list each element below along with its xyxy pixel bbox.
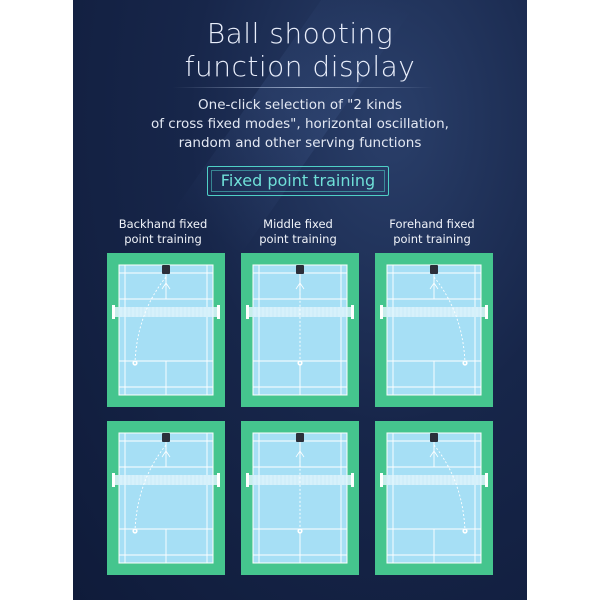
column-label-line: point training [259, 232, 337, 246]
machine-leg [161, 282, 167, 290]
landing-point-center [299, 530, 301, 532]
court-diagram-backhand [107, 253, 225, 407]
net [381, 475, 487, 485]
title-line-2: function display [184, 50, 416, 83]
net-post [351, 473, 354, 487]
court-svg [241, 421, 359, 575]
shot-trajectory [134, 444, 167, 532]
column-label-backhand: Backhand fixed point training [98, 217, 228, 247]
court-svg [375, 253, 493, 407]
net-post [112, 305, 115, 319]
net-post [112, 473, 115, 487]
subtitle: One-click selection of "2 kinds of cross… [151, 97, 449, 151]
mode-badge-label: Fixed point training [220, 171, 376, 190]
mode-badge: Fixed point training [207, 166, 389, 196]
machine-leg [165, 282, 171, 290]
net-post [217, 473, 220, 487]
shuttle-machine [430, 433, 438, 442]
landing-point-center [299, 362, 301, 364]
net [247, 475, 353, 485]
shuttle-machine [430, 265, 438, 274]
column-label-line: Backhand fixed [118, 217, 208, 231]
net-post [217, 305, 220, 319]
machine-leg [295, 282, 301, 290]
net-post [351, 305, 354, 319]
shuttle-machine [162, 265, 170, 274]
court-diagram-middle [241, 253, 359, 407]
machine-leg [433, 450, 439, 458]
machine-leg [429, 450, 435, 458]
net-post [246, 473, 249, 487]
shot-trajectory [134, 276, 167, 364]
court-svg [107, 253, 225, 407]
landing-point-center [464, 362, 466, 364]
shot-trajectory [433, 276, 466, 364]
mode-badge-inner-border [211, 170, 385, 192]
net [381, 307, 487, 317]
court-svg [375, 421, 493, 575]
column-label-forehand: Forehand fixed point training [367, 217, 497, 247]
net [113, 307, 219, 317]
court-diagram-middle [241, 421, 359, 575]
shuttle-machine [296, 433, 304, 442]
net-post [485, 473, 488, 487]
machine-leg [295, 450, 301, 458]
column-label-middle: Middle fixed point training [233, 217, 363, 247]
machine-leg [433, 282, 439, 290]
title-divider [173, 87, 433, 88]
net [247, 307, 353, 317]
column-label-line: point training [393, 232, 471, 246]
landing-point-center [464, 530, 466, 532]
machine-leg [299, 450, 305, 458]
court-svg [107, 421, 225, 575]
column-label-line: Middle fixed [263, 217, 333, 231]
machine-leg [429, 282, 435, 290]
landing-point-center [134, 362, 136, 364]
court-svg [241, 253, 359, 407]
court-diagram-forehand [375, 253, 493, 407]
machine-leg [299, 282, 305, 290]
court-diagram-backhand [107, 421, 225, 575]
title-line-1: Ball shooting [206, 17, 394, 50]
net-post [246, 305, 249, 319]
column-label-line: Forehand fixed [389, 217, 475, 231]
net-post [380, 305, 383, 319]
shot-trajectory [433, 444, 466, 532]
net [113, 475, 219, 485]
landing-point-center [134, 530, 136, 532]
shuttle-machine [162, 433, 170, 442]
poster: Ball shooting function display One-click… [73, 0, 527, 600]
net-post [380, 473, 383, 487]
column-label-line: point training [124, 232, 202, 246]
court-diagram-forehand [375, 421, 493, 575]
net-post [485, 305, 488, 319]
machine-leg [165, 450, 171, 458]
shuttle-machine [296, 265, 304, 274]
machine-leg [161, 450, 167, 458]
